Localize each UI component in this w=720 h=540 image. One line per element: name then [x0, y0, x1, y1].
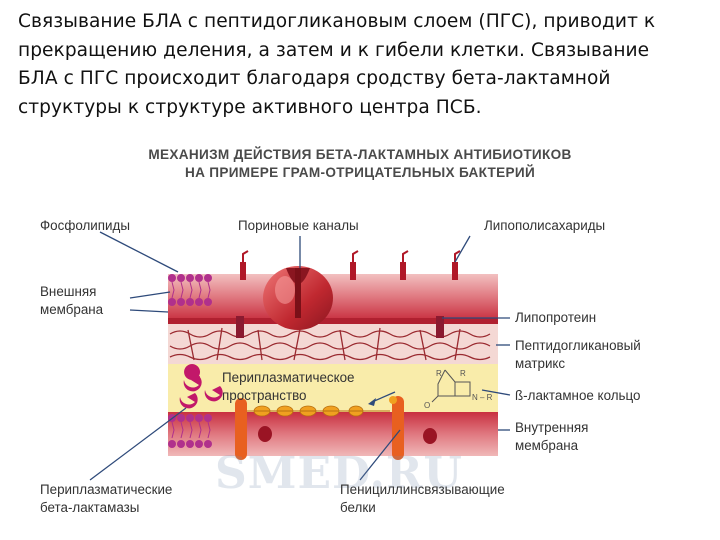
- label-phospholipids: Фосфолипиды: [40, 218, 130, 233]
- label-beta-lactamases-1: Периплазматические: [40, 482, 173, 497]
- label-pbp-2: белки: [340, 500, 376, 515]
- label-inner-membrane-2: мембрана: [515, 438, 579, 453]
- ring-r1-label: R: [436, 369, 442, 378]
- label-beta-lactamases-2: бета-лактамазы: [40, 500, 140, 515]
- label-periplasm-1: Периплазматическое: [222, 370, 355, 385]
- arrow-head: [368, 398, 376, 406]
- intro-line: БЛА с ПГС происходит благодаря сродству …: [18, 68, 611, 89]
- ring-r2-label: R: [460, 369, 466, 378]
- beta-lactamase-enzymes: [179, 364, 223, 409]
- intro-paragraph: Связывание БЛА с пептидогликановым слоем…: [18, 8, 708, 122]
- watermark: SMED.RU: [215, 448, 463, 499]
- lipoprotein-peg: [236, 316, 244, 338]
- penicillin-binding-proteins: [235, 396, 437, 460]
- diagram-title-line-2: НА ПРИМЕРЕ ГРАМ-ОТРИЦАТЕЛЬНЫХ БАКТЕРИЙ: [184, 165, 536, 180]
- label-lipoprotein: Липопротеин: [515, 310, 597, 325]
- porin-channel: [263, 266, 333, 330]
- beta-lactam-ring-structure: [431, 369, 471, 403]
- intro-line: Связывание БЛА с пептидогликановым слоем…: [18, 11, 656, 32]
- label-pbp-1: Пенициллинсвязывающие: [340, 482, 505, 497]
- peptidoglycan-mesh: [169, 327, 491, 361]
- phospholipid-tails: [171, 281, 211, 439]
- intro-line: прекращению деления, а затем и к гибели …: [18, 39, 650, 61]
- outer-membrane-edge: [168, 318, 498, 324]
- label-lipopolysaccharides: Липополисахариды: [484, 218, 606, 233]
- label-outer-membrane-1: Внешняя: [40, 284, 97, 299]
- label-porin-channels: Пориновые каналы: [238, 218, 359, 233]
- outer-membrane-band: [168, 274, 498, 320]
- periplasm-band: [168, 364, 498, 412]
- pointer-lines: [89, 231, 511, 481]
- label-peptidoglycan-2: матрикс: [515, 356, 566, 371]
- label-peptidoglycan-1: Пептидогликановый: [515, 338, 641, 353]
- diagram-title-line-1: МЕХАНИЗМ ДЕЙСТВИЯ БЕТА-ЛАКТАМНЫХ АНТИБИО…: [148, 147, 572, 162]
- ring-o-label: O: [424, 401, 430, 410]
- label-beta-lactam-ring: ß-лактамное кольцо: [515, 388, 641, 403]
- ring-n-label: N – R: [472, 393, 493, 402]
- label-outer-membrane-2: мембрана: [40, 302, 104, 317]
- label-periplasm-2: пространство: [222, 388, 307, 403]
- intro-line: структуры к структуре активного центра П…: [18, 96, 482, 118]
- lipoprotein-peg: [436, 316, 444, 338]
- inner-membrane-band: [168, 412, 498, 456]
- lipopolysaccharide-stalks: [240, 250, 461, 280]
- label-inner-membrane-1: Внутренняя: [515, 420, 589, 435]
